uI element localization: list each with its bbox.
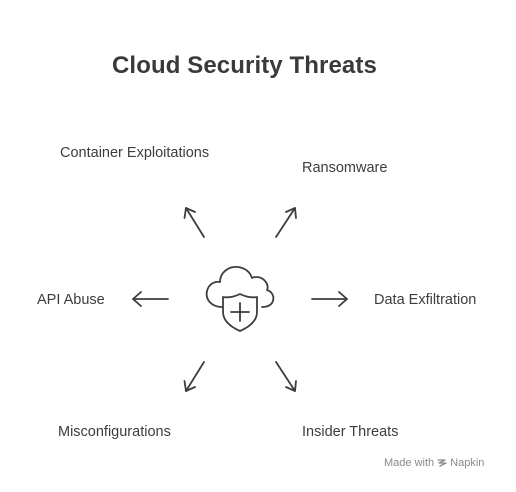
threat-ransomware: Ransomware — [302, 160, 388, 176]
diagram-title: Cloud Security Threats — [112, 52, 377, 79]
footer-brand: Napkin — [450, 457, 485, 469]
threat-container-line1: Container — [60, 145, 123, 161]
arrow-right-icon — [311, 291, 348, 307]
arrow-up-right-icon — [275, 207, 297, 238]
made-with-napkin-footer[interactable]: Made with Napkin — [384, 457, 484, 469]
threat-container-exploitations: Container Exploitations — [60, 144, 209, 162]
cloud-shield-icon — [205, 266, 275, 332]
napkin-logo-icon — [437, 459, 447, 467]
threat-container-line2: Exploitations — [126, 145, 210, 161]
arrow-up-left-icon — [183, 207, 205, 238]
arrow-down-left-icon — [183, 361, 205, 392]
threat-insider-threats: Insider Threats — [302, 424, 399, 440]
threat-data-exfiltration: Data Exfiltration — [374, 292, 477, 308]
arrow-down-right-icon — [275, 361, 297, 392]
threat-api-abuse: API Abuse — [37, 292, 105, 308]
footer-made-with: Made with — [384, 457, 435, 469]
threat-misconfigurations: Misconfigurations — [58, 424, 171, 440]
arrow-left-icon — [132, 291, 169, 307]
